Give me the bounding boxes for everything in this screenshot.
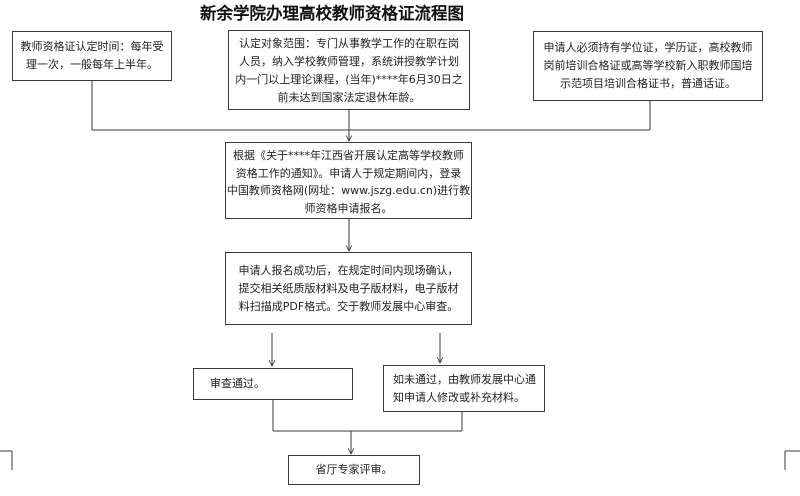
requirements-line: 申请人必须持有学位证，学历证，高校教师: [543, 41, 753, 54]
confirmation-line: 料扫描成PDF格式。交于教师发展中心审查。: [238, 300, 459, 313]
review-box: 省厅专家评审。: [288, 455, 420, 485]
confirmation-line: 提交相关纸质版材料及电子版材料，电子版材: [238, 282, 459, 295]
rejected-box: 如未通过，由教师发展中心通 知申请人修改或补充材料。: [383, 365, 545, 412]
requirements-line: 岗前培训合格证或高等学校新入职教师国培: [543, 59, 753, 72]
eligibility-line: 人员，纳入学校教师管理，系统讲授教学计划: [239, 55, 459, 68]
approved-line: 审查通过。: [210, 377, 265, 390]
eligibility-line: 前未达到国家法定退休年龄。: [277, 91, 421, 104]
eligibility-line: 内一门以上理论课程，(当年)****年6月30日之: [235, 73, 463, 86]
eligibility-line: 认定对象范围：专门从事教学工作的在职在岗: [239, 37, 459, 50]
rejected-line: 如未通过，由教师发展中心通: [393, 373, 536, 386]
schedule-box: 教师资格证认定时间：每年受 理一次，一般每年上半年。: [12, 31, 172, 81]
eligibility-box: 认定对象范围：专门从事教学工作的在职在岗 人员，纳入学校教师管理，系统讲授教学计…: [228, 30, 470, 110]
registration-line: 中国教师资格网(网址：www.jszg.edu.cn)进行教: [226, 184, 471, 197]
rejected-line: 知申请人修改或补充材料。: [393, 391, 525, 404]
confirmation-box: 申请人报名成功后，在规定时间内现场确认， 提交相关纸质版材料及电子版材料，电子版…: [225, 252, 472, 325]
schedule-line: 理一次，一般每年上半年。: [26, 58, 158, 71]
registration-line: 资格工作的通知》。申请人于规定期间内，登录: [235, 166, 462, 180]
requirements-box: 申请人必须持有学位证，学历证，高校教师 岗前培训合格证或高等学校新入职教师国培 …: [533, 31, 763, 101]
approved-box: 审查通过。: [193, 368, 353, 400]
review-line: 省厅专家评审。: [315, 463, 393, 476]
page-title: 新余学院办理高校教师资格证流程图: [200, 4, 464, 23]
requirements-line: 示范项目培训合格证书，普通话证。: [560, 77, 736, 90]
schedule-line: 教师资格证认定时间：每年受: [20, 40, 164, 53]
registration-box: 根据《关于****年江西省开展认定高等学校教师 资格工作的通知》。申请人于规定期…: [225, 142, 472, 219]
confirmation-line: 申请人报名成功后，在规定时间内现场确认，: [238, 264, 459, 277]
registration-line: 师资格申请报名。: [304, 201, 393, 215]
registration-line: 根据《关于****年江西省开展认定高等学校教师: [233, 149, 464, 162]
